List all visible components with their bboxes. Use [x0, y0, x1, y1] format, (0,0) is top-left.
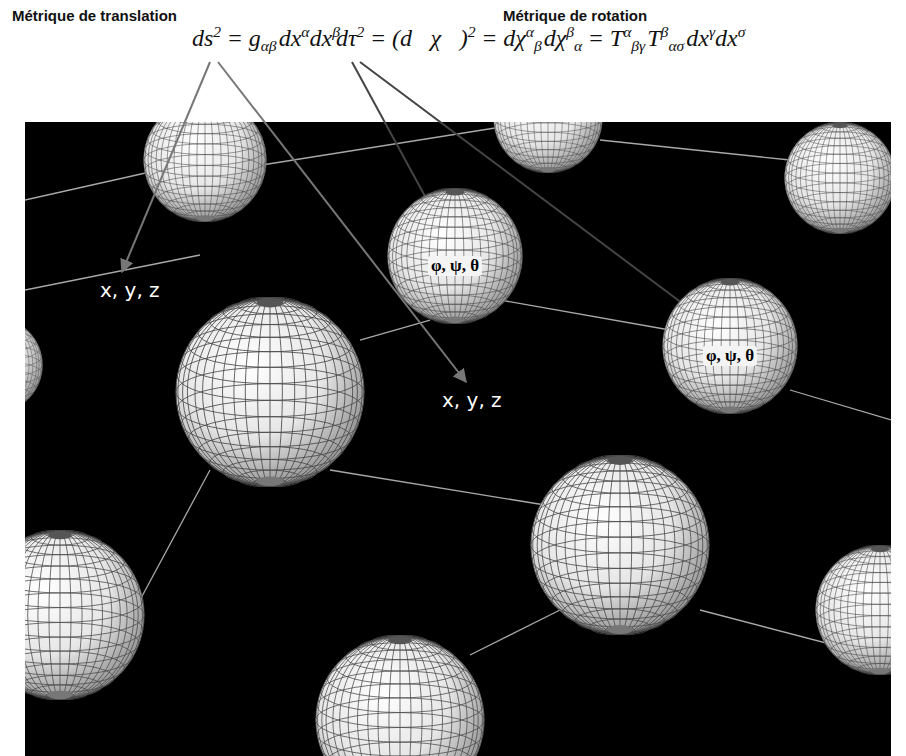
- equation-term: dx: [309, 24, 332, 53]
- equation-term: β: [661, 23, 669, 42]
- sphere: [176, 297, 364, 487]
- equation-term: αβ: [261, 37, 277, 56]
- equation-term: dχ: [544, 24, 567, 53]
- equation-term: β: [534, 37, 542, 56]
- coordinate-label: x, y, z: [442, 388, 502, 412]
- equation-term: βγ: [631, 37, 645, 56]
- equation-term: dχ: [503, 24, 526, 53]
- equation-term: 2: [357, 23, 365, 42]
- sphere: [816, 545, 891, 675]
- equation-term: σ: [738, 23, 746, 42]
- sphere-node: φ, ψ, θ: [387, 188, 523, 324]
- equation-term: α: [526, 23, 534, 42]
- equation-term: α: [301, 23, 309, 42]
- equation-term: dx: [279, 24, 302, 53]
- equation-term: =: [483, 24, 497, 53]
- equation-term: ds: [192, 24, 213, 53]
- equation-term: ασ: [668, 37, 684, 56]
- heading: Métrique de rotation: [503, 7, 647, 24]
- sphere: [531, 455, 709, 635]
- sphere-lattice: [25, 122, 891, 756]
- equation: dτ2=(d⃗χ⃗)2=dχαβdχβα=TαβγTβασdxγdxσ: [336, 24, 745, 53]
- equation-term: α: [574, 37, 582, 56]
- heading: Métrique de translation: [12, 7, 177, 24]
- equation-term: (d⃗χ⃗): [392, 24, 468, 53]
- sphere: [144, 122, 267, 222]
- equation-term: T: [647, 24, 660, 53]
- equation-term: 2: [468, 23, 476, 42]
- equation: ds2=gαβdxαdxβ: [192, 24, 340, 53]
- sphere: [785, 122, 891, 234]
- equation-term: γ: [709, 23, 715, 42]
- sphere: [25, 530, 144, 700]
- equation-term: dx: [686, 24, 709, 53]
- equation-term: α: [623, 23, 631, 42]
- sphere: [316, 635, 484, 756]
- sphere-node: φ, ψ, θ: [662, 278, 798, 414]
- equation-term: =: [228, 24, 242, 53]
- equation-term: =: [589, 24, 603, 53]
- angle-label: φ, ψ, θ: [703, 346, 757, 366]
- equation-term: T: [610, 24, 623, 53]
- pointer-arrows: [122, 62, 726, 382]
- equation-term: 2: [213, 23, 221, 42]
- equation-term: dx: [715, 24, 738, 53]
- angle-label: φ, ψ, θ: [428, 256, 482, 276]
- lattice-rods: [25, 128, 891, 660]
- pointer-arrow: [360, 62, 726, 336]
- equation-term: β: [566, 23, 574, 42]
- equation-term: g: [249, 24, 261, 53]
- pointer-arrow: [122, 62, 210, 272]
- sphere: [494, 122, 603, 173]
- sphere: [25, 317, 43, 413]
- equation-term: =: [371, 24, 385, 53]
- equation-term: dτ: [336, 24, 357, 53]
- coordinate-label: x, y, z: [100, 278, 160, 302]
